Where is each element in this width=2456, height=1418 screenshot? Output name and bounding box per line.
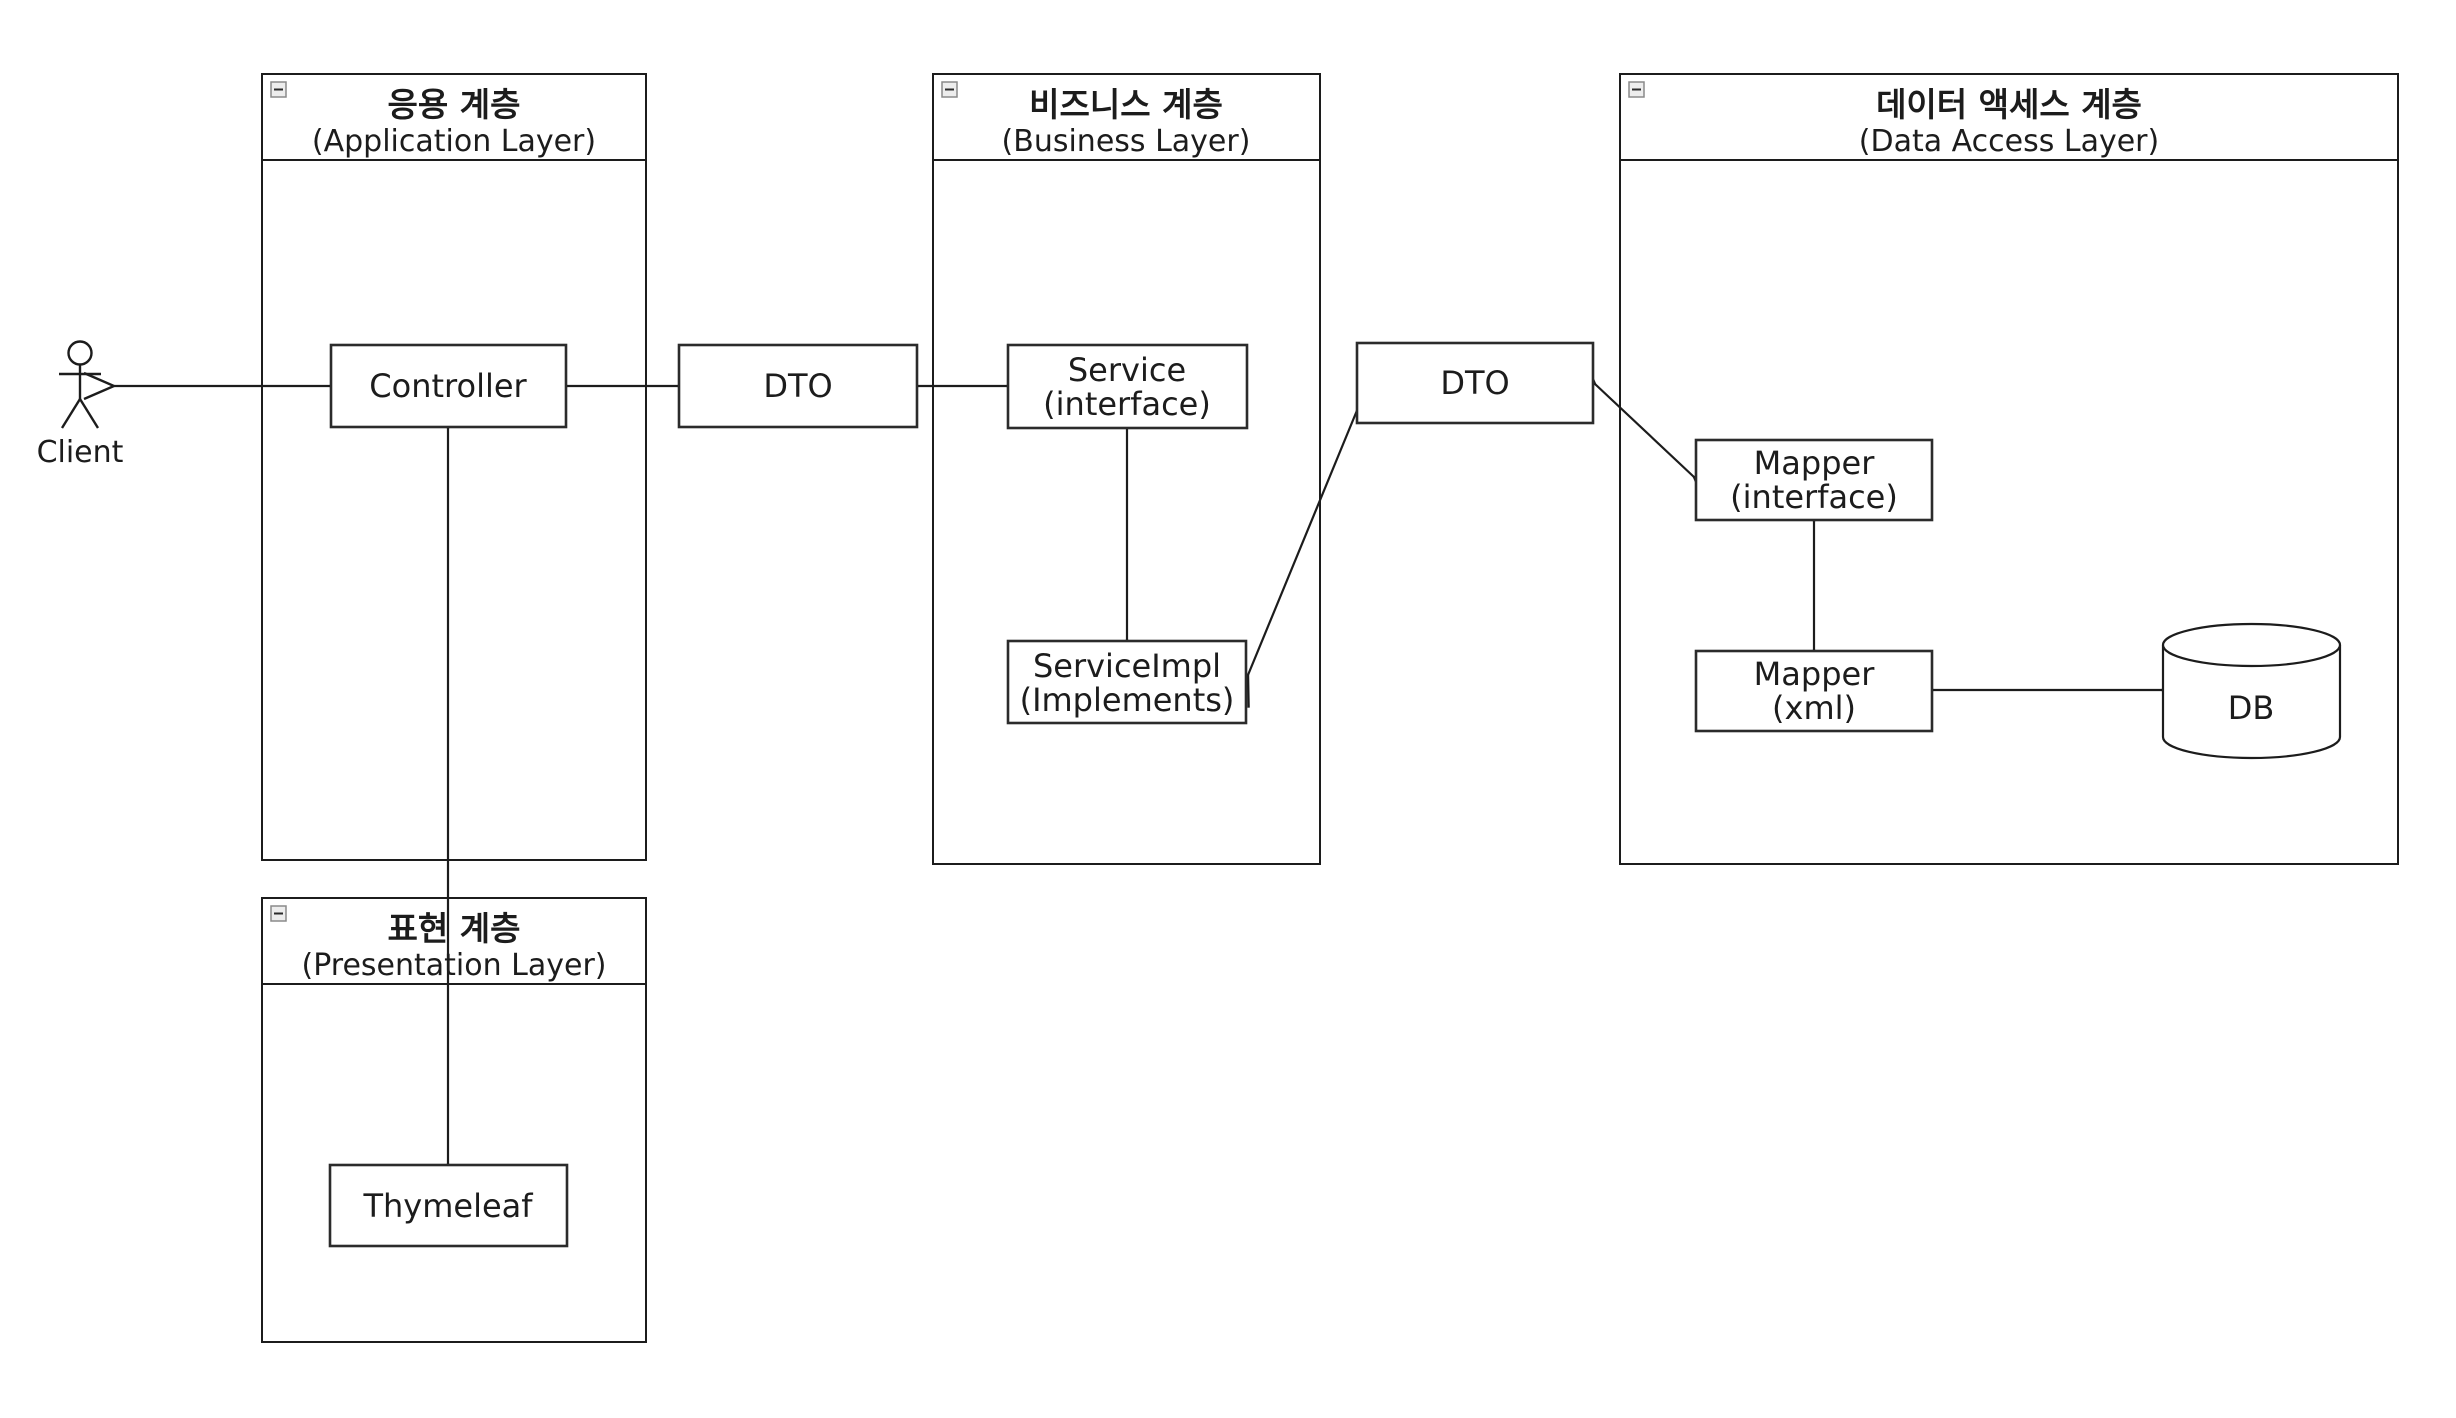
layer-application-frame (261, 73, 647, 861)
node-dto-app: DTO (677, 343, 919, 429)
controller-label: Controller (369, 367, 527, 405)
mapper-xml-label: Mapper (1754, 655, 1876, 693)
layer-application-title-ko: 응용 계층 (388, 85, 521, 124)
mapper-xml-sublabel: (xml) (1772, 689, 1856, 727)
layer-data-access-title-ko: 데이터 액세스 계층 (1876, 85, 2142, 124)
layer-presentation-collapse-button[interactable] (270, 905, 287, 922)
db-cylinder-body (2161, 645, 2342, 760)
db-cylinder-top (2161, 622, 2342, 668)
layer-business-title-ko: 비즈니스 계층 (1029, 85, 1223, 124)
node-service-impl: ServiceImpl (Implements) (1006, 639, 1248, 725)
node-db: DB (2161, 622, 2342, 760)
dto-data-label: DTO (1440, 364, 1509, 402)
mapper-interface-label: Mapper (1754, 444, 1876, 482)
service-box (1006, 343, 1249, 430)
mapper-xml-box (1694, 649, 1934, 733)
client-label: Client (37, 435, 124, 470)
layer-application: 응용 계층 (Application Layer) (261, 73, 647, 861)
node-dto-data: DTO (1355, 341, 1595, 425)
layer-business-title-en: (Business Layer) (1002, 124, 1251, 159)
service-impl-box (1006, 639, 1248, 725)
layer-application-collapse-button[interactable] (270, 81, 287, 98)
mapper-interface-sublabel: (interface) (1730, 478, 1898, 516)
node-mapper-interface: Mapper (interface) (1694, 438, 1934, 522)
layer-presentation: 표현 계층 (Presentation Layer) (261, 897, 647, 1343)
actor-leg-left (60, 398, 82, 429)
actor-leg-right (78, 398, 100, 429)
actor-head (67, 340, 93, 366)
layer-data-access-collapse-button[interactable] (1628, 81, 1645, 98)
service-label: Service (1068, 351, 1186, 389)
service-sublabel: (interface) (1043, 385, 1211, 423)
service-impl-label: ServiceImpl (1033, 647, 1221, 685)
node-service: Service (interface) (1006, 343, 1249, 430)
layer-application-title-en: (Application Layer) (312, 124, 596, 159)
service-impl-sublabel: (Implements) (1020, 681, 1235, 719)
layer-data-access-title-en: (Data Access Layer) (1859, 124, 2159, 159)
thymeleaf-label: Thymeleaf (362, 1187, 533, 1225)
node-thymeleaf: Thymeleaf (328, 1163, 569, 1248)
db-label: DB (2228, 689, 2275, 727)
mapper-interface-box (1694, 438, 1934, 522)
node-mapper-xml: Mapper (xml) (1694, 649, 1934, 733)
node-controller: Controller (329, 343, 568, 429)
thymeleaf-box (328, 1163, 569, 1248)
layer-presentation-title-en: (Presentation Layer) (302, 948, 607, 983)
dto-app-label: DTO (763, 367, 832, 405)
edges (114, 384, 2162, 1164)
dto-data-box (1355, 341, 1595, 425)
controller-box (329, 343, 568, 429)
edge-dto-mapper-interface (1595, 384, 1694, 477)
layer-business-collapse-button[interactable] (941, 81, 958, 98)
client-actor: Client (37, 340, 124, 470)
dto-app-box (677, 343, 919, 429)
edge-serviceimpl-dto (1248, 408, 1358, 675)
layer-presentation-title-ko: 표현 계층 (388, 909, 521, 948)
